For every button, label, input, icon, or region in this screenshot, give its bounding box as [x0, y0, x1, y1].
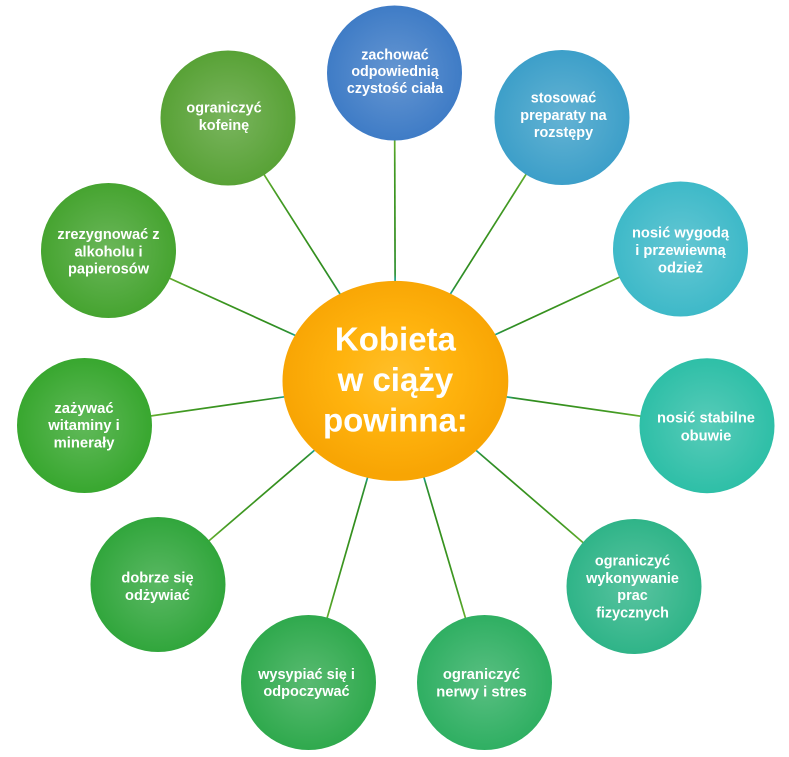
svg-text:ograniczyćwykonywaniepracfizyc: ograniczyćwykonywaniepracfizycznych	[585, 554, 679, 622]
svg-text:ograniczyćkofeinę: ograniczyćkofeinę	[186, 101, 261, 135]
svg-text:nosić wygodąi przewiewnąodzież: nosić wygodąi przewiewnąodzież	[632, 226, 730, 277]
svg-text:zażywaćwitaminy iminerały: zażywaćwitaminy iminerały	[47, 401, 120, 452]
svg-text:dobrze sięodżywiać: dobrze sięodżywiać	[121, 571, 193, 605]
svg-text:Kobietaw ciążypowinna:: Kobietaw ciążypowinna:	[323, 321, 468, 439]
svg-text:stosowaćpreparaty narozstępy: stosowaćpreparaty narozstępy	[520, 91, 607, 141]
svg-text:nosić stabilneobuwie: nosić stabilneobuwie	[657, 410, 755, 444]
svg-text:zrezygnować zalkoholu ipapiero: zrezygnować zalkoholu ipapierosów	[57, 227, 159, 278]
svg-text:wysypiać się iodpoczywać: wysypiać się iodpoczywać	[257, 667, 355, 700]
svg-text:ograniczyćnerwy i stres: ograniczyćnerwy i stres	[436, 667, 526, 701]
svg-text:zachowaćodpowiedniączystość ci: zachowaćodpowiedniączystość ciała	[347, 47, 444, 97]
